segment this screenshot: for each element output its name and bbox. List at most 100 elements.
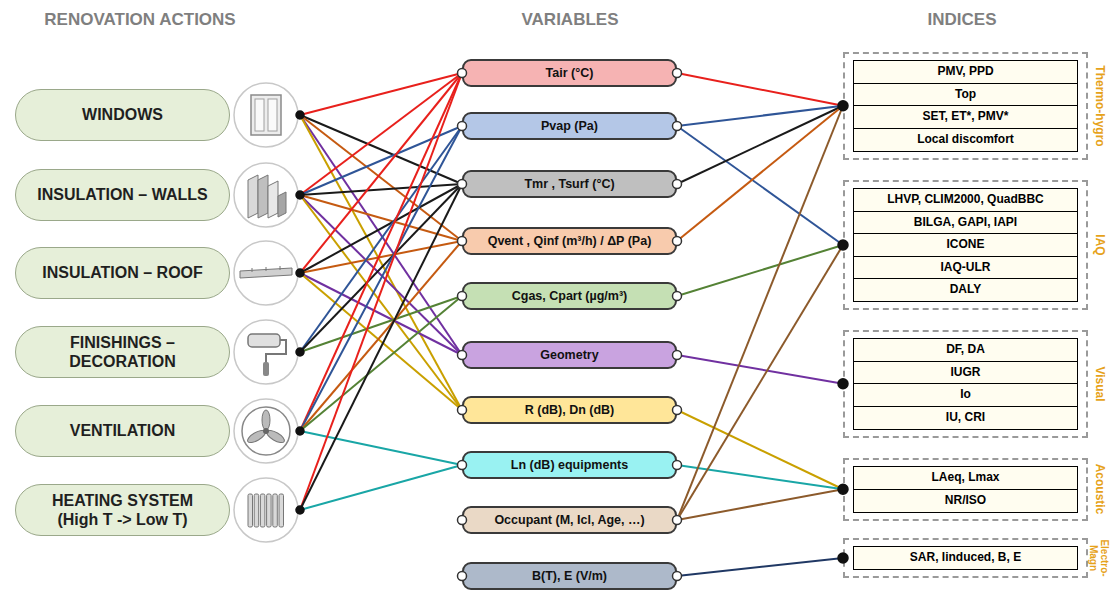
connector-line bbox=[300, 126, 462, 431]
action-label: INSULATION – WALLS bbox=[37, 185, 207, 204]
action-pill: HEATING SYSTEM (High T -> Low T) bbox=[15, 484, 230, 536]
index-group: Electro- MagnSAR, Iinduced, B, E bbox=[843, 538, 1088, 578]
connector-line bbox=[677, 245, 843, 520]
index-cell: NR/ISO bbox=[853, 489, 1078, 513]
connector-line bbox=[677, 245, 843, 296]
action-pill: FINISHINGS – DECORATION bbox=[15, 326, 230, 378]
radiator-fin bbox=[254, 494, 259, 527]
roller bbox=[248, 334, 280, 347]
action-pill: INSULATION – ROOF bbox=[15, 247, 230, 299]
connector-dot bbox=[296, 111, 304, 119]
variable-box: Ln (dB) equipments bbox=[462, 451, 677, 479]
window-pane bbox=[255, 99, 264, 131]
group-heading: Electro- Magn bbox=[1088, 535, 1110, 581]
wall-panel bbox=[278, 192, 286, 217]
wall-panel bbox=[248, 175, 258, 218]
action-label: INSULATION – ROOF bbox=[42, 263, 203, 282]
connector-line bbox=[300, 184, 462, 273]
column-heading: VARIABLES bbox=[522, 10, 619, 30]
action-pill: INSULATION – WALLS bbox=[15, 169, 230, 221]
connector-line bbox=[300, 241, 462, 431]
window-frame bbox=[251, 95, 281, 135]
icon-disc bbox=[234, 320, 298, 384]
variable-label: Tmr , Tsurf (°C) bbox=[524, 177, 614, 191]
variable-label: Occupant (M, Icl, Age, …) bbox=[494, 513, 644, 527]
index-label: Top bbox=[955, 88, 976, 102]
index-cell: LHVP, CLIM2000, QuadBBC bbox=[853, 188, 1078, 212]
icon-disc bbox=[234, 83, 298, 147]
variable-label: B(T), E (V/m) bbox=[532, 569, 607, 583]
window-icon bbox=[234, 83, 298, 147]
variable-box: Cgas, Cpart (µg/m³) bbox=[462, 282, 677, 310]
index-label: Io bbox=[960, 388, 971, 402]
variable-label: Qvent , Qinf (m³/h) / ΔP (Pa) bbox=[488, 234, 652, 248]
index-group: AcousticLAeq, LmaxNR/ISO bbox=[843, 458, 1088, 521]
index-group: VisualDF, DAIUGRIoIU, CRI bbox=[843, 330, 1088, 438]
connector-line bbox=[300, 465, 462, 510]
index-cell: IAQ-ULR bbox=[853, 256, 1078, 280]
index-label: IU, CRI bbox=[946, 411, 985, 425]
connector-line bbox=[300, 296, 462, 352]
index-cell: IUGR bbox=[853, 361, 1078, 385]
connector-line bbox=[300, 296, 462, 431]
wall-insulation-icon bbox=[234, 163, 298, 227]
index-cell: PMV, PPD bbox=[853, 60, 1078, 84]
connector-dot bbox=[296, 269, 304, 277]
column-heading: RENOVATION ACTIONS bbox=[44, 10, 235, 30]
index-label: LAeq, Lmax bbox=[931, 471, 999, 485]
paint-roller-icon bbox=[234, 320, 298, 384]
index-label: PMV, PPD bbox=[937, 65, 993, 79]
group-heading: Thermo-hygro bbox=[1092, 65, 1105, 146]
connector-line bbox=[300, 73, 462, 195]
connector-line bbox=[300, 115, 462, 410]
connector-dot bbox=[296, 348, 304, 356]
action-pill: WINDOWS bbox=[15, 89, 230, 141]
action-node: INSULATION – WALLS bbox=[15, 169, 300, 221]
variable-box: Occupant (M, Icl, Age, …) bbox=[462, 506, 677, 534]
variable-box: Tair (°C) bbox=[462, 59, 677, 87]
connector-line bbox=[677, 106, 843, 241]
group-heading-holder: IAQ bbox=[1088, 180, 1110, 310]
action-label: HEATING SYSTEM (High T -> Low T) bbox=[30, 491, 215, 529]
fan-blade bbox=[262, 410, 270, 430]
connector-dot bbox=[296, 427, 304, 435]
variable-label: Pvap (Pa) bbox=[541, 119, 598, 133]
index-label: NR/ISO bbox=[945, 494, 986, 508]
index-cell: BILGA, GAPI, IAPI bbox=[853, 211, 1078, 235]
index-label: DF, DA bbox=[946, 343, 985, 357]
connector-line bbox=[677, 355, 843, 384]
wall-panel bbox=[268, 181, 278, 218]
action-pill: VENTILATION bbox=[15, 405, 230, 457]
index-cell: DF, DA bbox=[853, 338, 1078, 362]
connector-line bbox=[300, 184, 462, 195]
connector-line bbox=[300, 73, 462, 510]
variable-label: Ln (dB) equipments bbox=[511, 458, 628, 472]
connector-line bbox=[677, 106, 843, 520]
connector-dot bbox=[296, 506, 304, 514]
connector-line bbox=[677, 489, 843, 520]
roof-tick bbox=[252, 268, 253, 272]
group-heading-holder: Visual bbox=[1088, 330, 1110, 438]
connector-line bbox=[300, 73, 462, 431]
icon-disc bbox=[234, 399, 298, 463]
variable-box: B(T), E (V/m) bbox=[462, 562, 677, 590]
index-label: IAQ-ULR bbox=[941, 261, 991, 275]
index-cell: ICONE bbox=[853, 233, 1078, 257]
index-group: IAQLHVP, CLIM2000, QuadBBCBILGA, GAPI, I… bbox=[843, 180, 1088, 310]
index-label: SET, ET*, PMV* bbox=[922, 110, 1008, 124]
index-cell: IU, CRI bbox=[853, 406, 1078, 430]
radiator-fins bbox=[248, 494, 284, 527]
action-node: HEATING SYSTEM (High T -> Low T) bbox=[15, 484, 300, 536]
connector-line bbox=[677, 73, 843, 106]
column-heading: INDICES bbox=[928, 10, 997, 30]
wall-panel bbox=[258, 175, 268, 218]
index-cell: SAR, Iinduced, B, E bbox=[853, 546, 1078, 570]
index-label: BILGA, GAPI, IAPI bbox=[914, 216, 1017, 230]
index-label: IUGR bbox=[951, 366, 981, 380]
index-label: Local discomfort bbox=[917, 133, 1014, 147]
connector-line bbox=[677, 106, 843, 126]
variable-label: Geometry bbox=[540, 348, 598, 362]
roller-frame bbox=[266, 340, 286, 362]
connector-line bbox=[300, 126, 462, 352]
connector-line bbox=[300, 195, 462, 355]
